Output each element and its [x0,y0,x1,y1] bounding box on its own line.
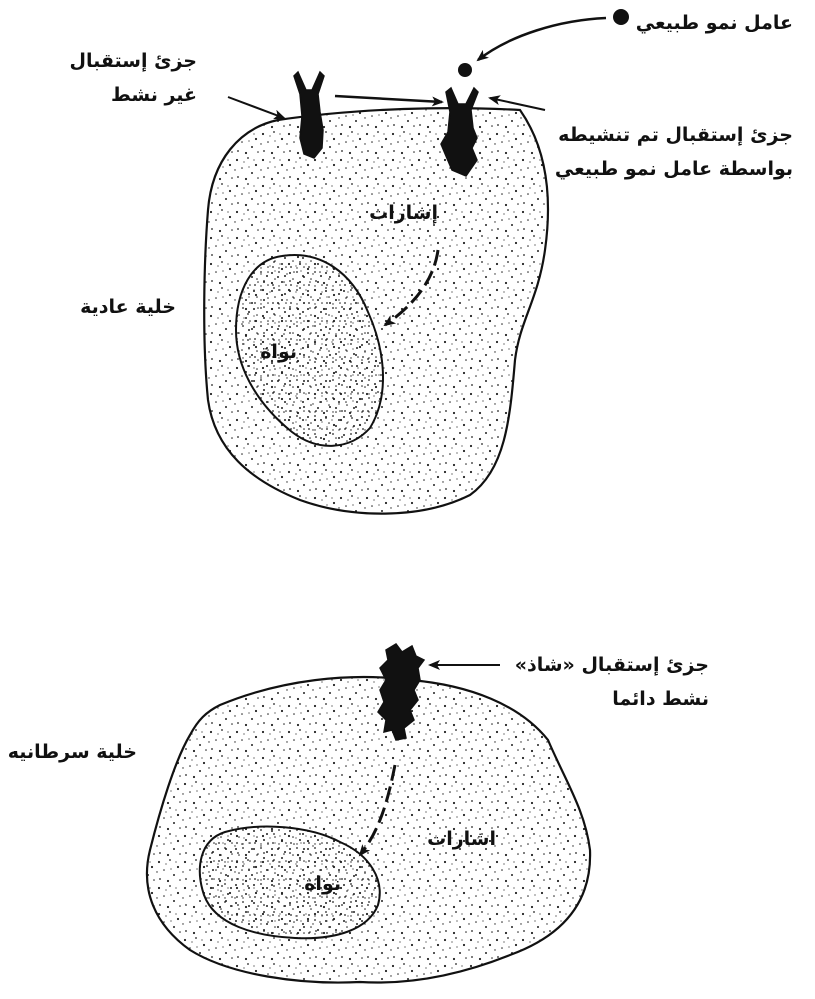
growth-factor-dot [613,9,629,25]
nucleus-label-top: نواة [260,335,297,369]
normal-cell-label: خلية عادية [80,290,176,324]
activated-receptor-label: جزئ إستقبال تم تنشيطه بواسطة عامل نمو طب… [555,118,793,186]
activation-arrow [335,96,442,102]
inactive-receptor-label: جزئ إستقبال غير نشط [69,44,197,112]
inactive-receptor-pointer [228,97,284,118]
growth-factor-label: عامل نمو طبيعي [636,6,793,40]
normal-cell [204,108,548,514]
growth-factor-arrow [478,18,606,60]
cancer-cell-body [147,677,590,983]
abnormal-receptor-label: جزئ إستقبال «شاذ» نشط دائما [515,648,709,716]
cancer-cell-label: خلية سرطانيه [8,735,137,769]
bound-growth-factor [458,63,472,77]
nucleus-label-bottom: نواة [304,867,341,901]
signals-label-bottom: اشارات [427,822,496,856]
signals-label-top: إشارات [369,196,438,230]
cancer-cell [147,677,590,983]
